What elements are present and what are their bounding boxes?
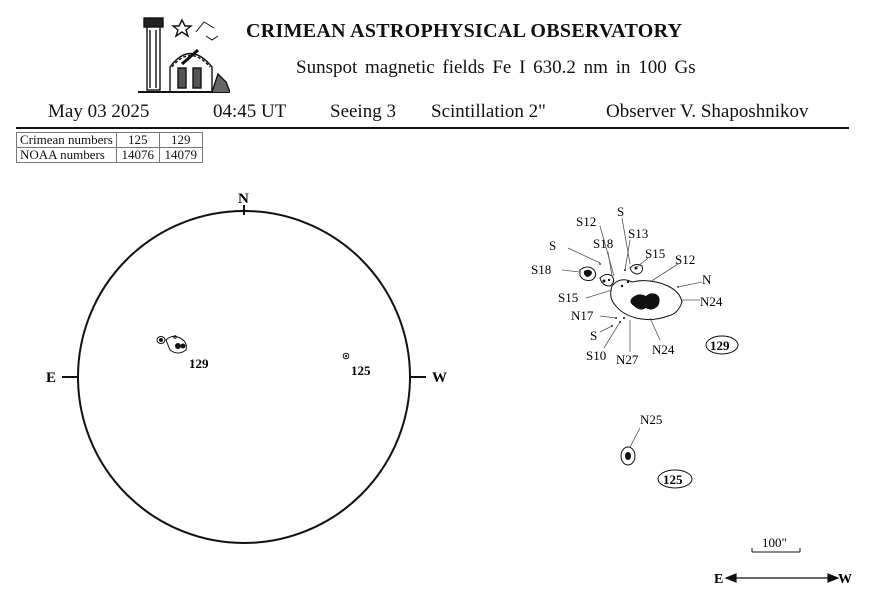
region-129-umbra (630, 293, 660, 310)
region-numbers-table: Crimean numbers 125 129 NOAA numbers 140… (16, 132, 203, 163)
region-129-badge (705, 335, 739, 355)
region-125-detail: N25 125 (620, 412, 693, 489)
chart-subtitle: Sunspot magnetic fields Fe I 630.2 nm in… (296, 57, 696, 78)
observatory-title: CRIMEAN ASTROPHYSICAL OBSERVATORY (246, 20, 683, 42)
observation-date: May 03 2025 (48, 101, 150, 122)
annotation-label: S18 (593, 236, 613, 251)
annotation-label: S12 (675, 252, 695, 267)
region-129-follower-spot (579, 266, 597, 281)
annotation-label: S (549, 238, 556, 253)
annotation-label: N17 (571, 308, 594, 323)
annotation-label: S (617, 204, 624, 219)
west-label: W (432, 370, 447, 386)
region-129-disk-label: 129 (189, 356, 209, 371)
region-129-pore-cluster (599, 273, 615, 287)
region-125-penumbra (620, 446, 636, 466)
annotation-label: S15 (558, 290, 578, 305)
region-125-badge (657, 469, 693, 489)
region-125-badge-label: 125 (663, 472, 683, 487)
observatory-logo (138, 17, 230, 93)
region-129-pore-cluster-2 (629, 263, 643, 275)
region-129-annotations: S12 S S13 S S18 S15 S12 S18 N S15 N24 N1… (531, 204, 723, 367)
row-label: Crimean numbers (16, 132, 117, 148)
header-divider (16, 127, 849, 129)
region-129-disk-sketch (156, 335, 187, 354)
seeing-value: Seeing 3 (330, 101, 396, 122)
row-label: NOAA numbers (16, 147, 117, 163)
region-125-umbra (625, 452, 631, 460)
annotation-label: N25 (640, 412, 662, 427)
arrow-west-label: W (838, 572, 852, 587)
region-125-disk-label: 125 (351, 363, 371, 378)
region-129-penumbra-outline (610, 279, 683, 321)
scintillation-value: Scintillation 2" (431, 101, 546, 122)
table-row: NOAA numbers 14076 14079 (16, 147, 203, 163)
table-row: Crimean numbers 125 129 (16, 132, 203, 148)
annotation-label: S12 (576, 214, 596, 229)
scale-bar (751, 548, 801, 553)
north-label: N (238, 191, 249, 207)
annotation-label: S10 (586, 348, 606, 363)
annotation-label: S (590, 328, 597, 343)
region-125-leader-line (629, 427, 641, 448)
table-cell: 14076 (115, 147, 160, 163)
observer-name: Observer V. Shaposhnikov (606, 101, 809, 122)
arrow-east-label: E (714, 572, 723, 587)
table-cell: 14079 (158, 147, 203, 163)
annotation-label: N (702, 272, 712, 287)
region-129-follower-umbra (583, 269, 592, 277)
annotation-label: S15 (645, 246, 665, 261)
scale-bar-label: 100" (762, 535, 787, 550)
orientation-arrow (724, 573, 840, 583)
annotation-label: N24 (652, 342, 675, 357)
region-129-badge-label: 129 (710, 338, 730, 353)
table-cell: 129 (158, 132, 203, 148)
annotation-label: N24 (700, 294, 723, 309)
region-129-leader-lines (561, 217, 703, 352)
observation-time: 04:45 UT (213, 101, 287, 122)
annotation-label: S13 (628, 226, 648, 241)
region-125-disk-sketch (342, 352, 350, 360)
annotation-label: S18 (531, 262, 551, 277)
annotation-label: N27 (616, 352, 639, 367)
east-label: E (46, 370, 56, 386)
region-129-detail: S12 S S13 S S18 S15 S12 S18 N S15 N24 N1… (531, 204, 739, 367)
